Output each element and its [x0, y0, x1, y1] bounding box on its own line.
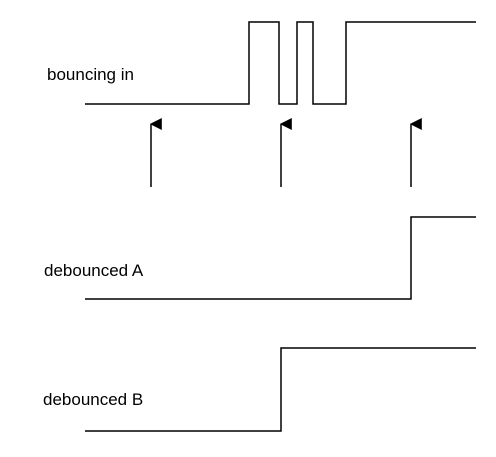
debounced-a-label: debounced A	[44, 261, 144, 280]
debounced-a-waveform	[85, 216, 476, 300]
bouncing-in-label: bouncing in	[47, 65, 134, 84]
bouncing-in-waveform	[85, 21, 476, 105]
debounced-b-waveform	[85, 347, 476, 432]
debounced-b-label: debounced B	[43, 390, 144, 409]
sample-arrows	[149, 118, 422, 187]
